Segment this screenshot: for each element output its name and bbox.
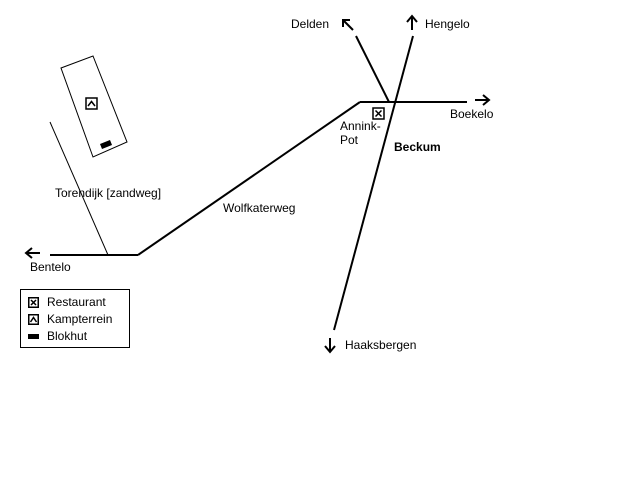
restaurant-icon [28,296,39,308]
road-delden [355,35,390,103]
legend-label-campsite: Kampterrein [47,312,113,326]
place-label-beckum: Beckum [394,140,441,154]
arrow-east-icon [475,94,491,106]
arrow-north-icon [406,14,418,30]
place-label-bentelo: Bentelo [30,260,71,274]
road-label-torendijk: Torendijk [zandweg] [55,186,162,200]
restaurant-icon [372,107,385,120]
place-label-boekelo: Boekelo [450,107,494,121]
place-label-haaksbergen: Haaksbergen [345,338,417,352]
place-label-annink-pot: Annink- Pot [340,119,381,147]
campsite-icon [28,313,39,325]
legend-item-cabin: Blokhut [28,329,87,343]
road-wolfkaterweg [137,101,361,256]
cabin-icon [28,333,39,339]
place-label-delden: Delden [291,17,330,31]
road-hengelo-haaksbergen [333,35,414,331]
arrow-west-icon [24,247,40,259]
road-torendijk [49,121,109,256]
legend-label-restaurant: Restaurant [47,295,106,309]
arrow-south-icon [324,338,336,354]
cabin-icon [100,140,112,149]
legend-item-campsite: Kampterrein [28,312,112,326]
arrow-northwest-icon [342,19,354,31]
campsite-icon [85,97,98,110]
place-label-hengelo: Hengelo [425,17,470,31]
road-label-wolfkaterweg: Wolfkaterweg [223,201,296,215]
campsite-area [60,55,128,158]
map-legend: Restaurant Kampterrein Blokhut [20,289,130,348]
legend-label-cabin: Blokhut [47,329,88,343]
legend-item-restaurant: Restaurant [28,295,106,309]
